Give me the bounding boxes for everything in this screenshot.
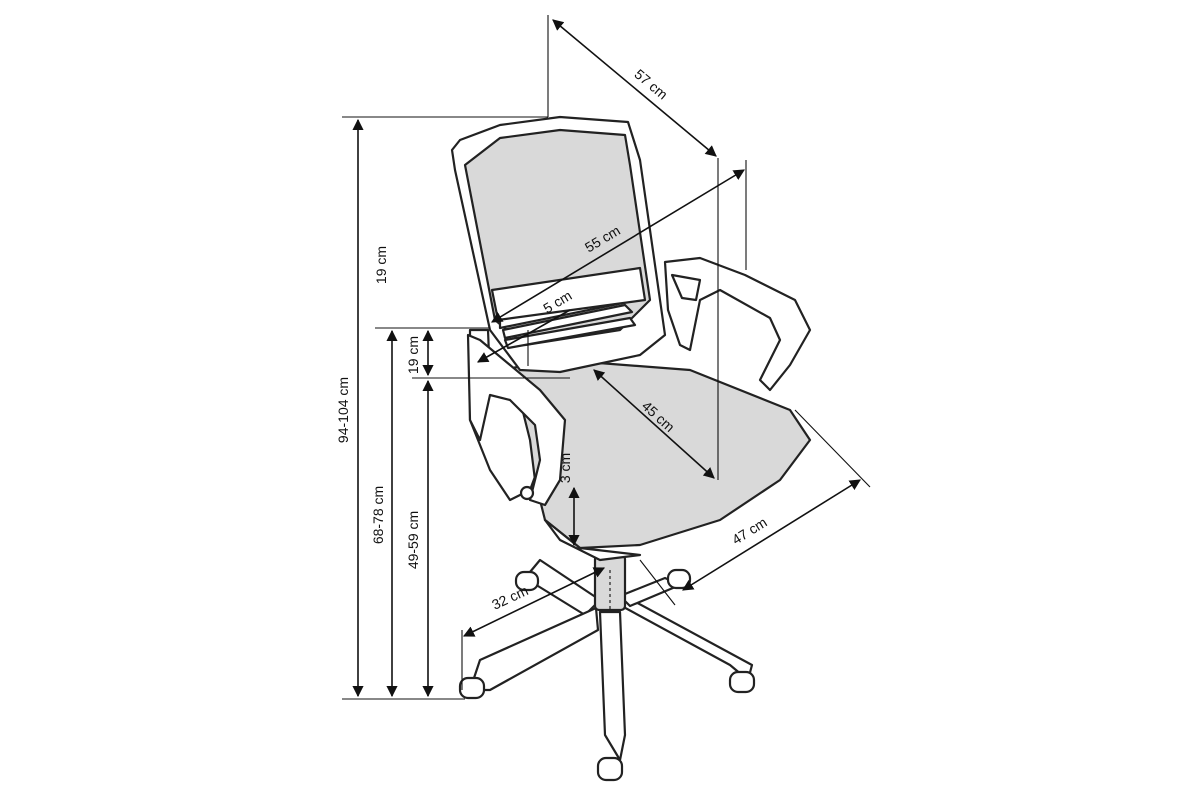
label-seat-thickness: 3 cm xyxy=(557,453,573,483)
chair-base xyxy=(458,553,756,782)
label-seat-width: 47 cm xyxy=(729,514,770,548)
label-armrest-height: 68-78 cm xyxy=(370,486,386,544)
dim-base-radius xyxy=(462,567,606,637)
dim-depth xyxy=(552,19,717,157)
label-depth: 57 cm xyxy=(631,66,670,103)
label-seat-height: 49-59 cm xyxy=(405,511,421,569)
dimension-lines xyxy=(342,15,871,700)
office-chair-drawing xyxy=(450,115,812,782)
dim-seat-width xyxy=(682,479,861,591)
dim-lumbar xyxy=(477,309,571,363)
label-armrest-above-seat: 19 cm xyxy=(405,336,421,374)
label-base-radius: 32 cm xyxy=(489,582,530,613)
dim-backrest-width xyxy=(491,169,745,323)
label-total-height: 94-104 cm xyxy=(335,377,351,443)
dim-seat-depth xyxy=(593,369,715,479)
label-backrest-height: 19 cm xyxy=(373,246,389,284)
